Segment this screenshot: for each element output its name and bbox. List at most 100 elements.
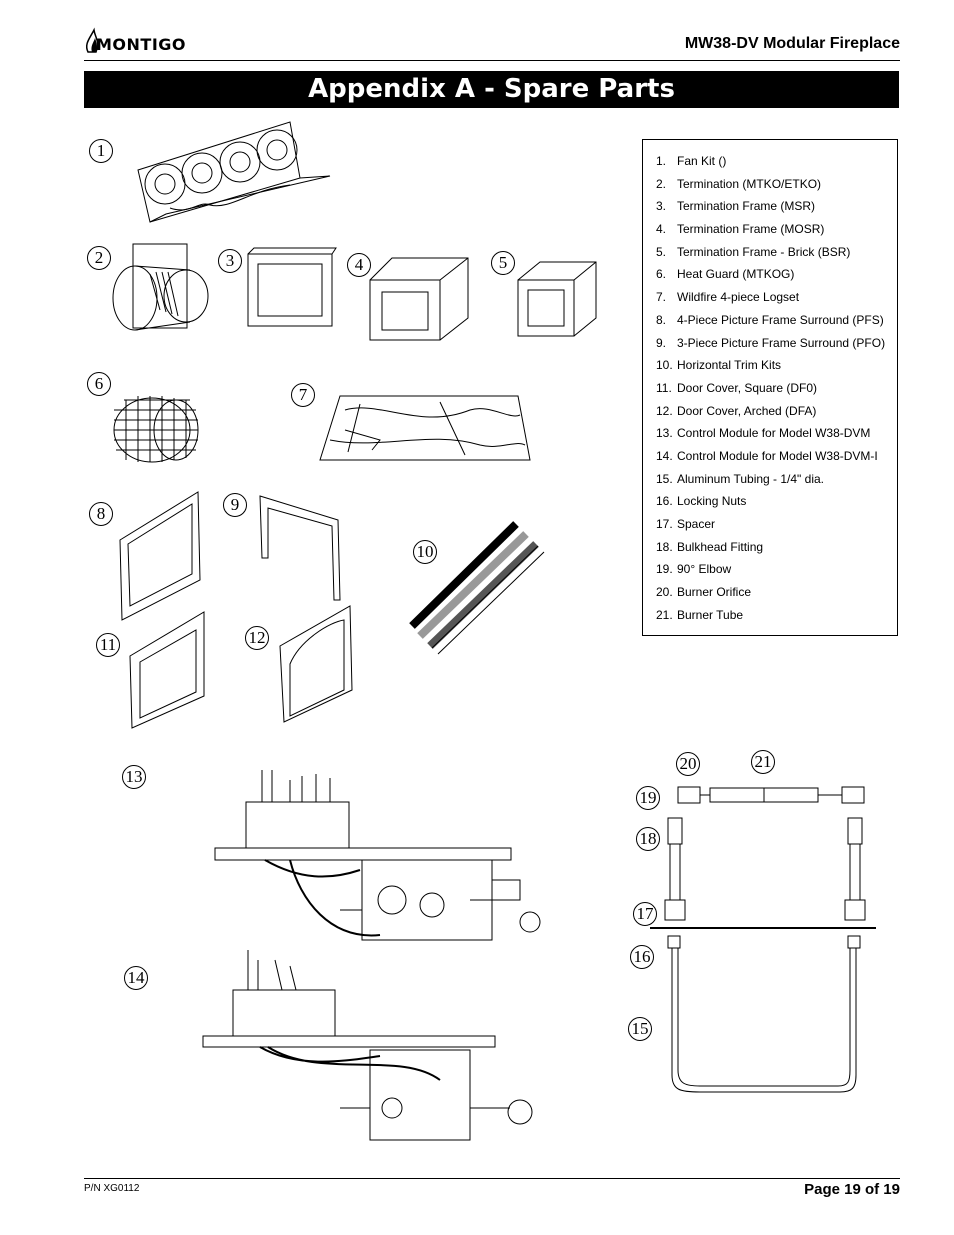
parts-list-item-label: Locking Nuts — [677, 494, 747, 509]
logset-drawing — [319, 395, 531, 461]
callout-1: 1 — [89, 139, 113, 163]
document-title: MW38-DV Modular Fireplace — [684, 35, 900, 52]
parts-list-item: 21.Burner Tube — [656, 607, 897, 630]
callout-10: 10 — [413, 540, 437, 564]
callout-4: 4 — [347, 253, 371, 277]
callout-5: 5 — [491, 251, 515, 275]
parts-list-item-number: 8. — [656, 312, 667, 327]
parts-list-item: 12. Door Cover, Arched (DFA) — [656, 403, 897, 426]
parts-list-item-label: Door Cover, Arched (DFA) — [677, 403, 817, 418]
footer-divider — [84, 1178, 900, 1179]
parts-list-item-number: 12. — [656, 403, 673, 418]
callout-6: 6 — [87, 372, 111, 396]
parts-list-item-label: Aluminum Tubing - 1/4" dia. — [677, 471, 824, 486]
parts-list-item-label: Control Module for Model W38-DVM-I — [677, 448, 878, 463]
parts-list-item: 8. 4-Piece Picture Frame Surround (PFS) — [656, 312, 897, 335]
parts-list-item-label: Termination (MTKO/ETKO) — [677, 176, 822, 191]
parts-list-item: 19.90° Elbow — [656, 561, 897, 584]
parts-list-item-label: Spacer — [677, 517, 716, 531]
callout-13: 13 — [122, 765, 146, 789]
callout-14: 14 — [124, 966, 148, 990]
parts-list-item-number: 4. — [656, 222, 667, 237]
control-module-dvm-drawing — [214, 770, 541, 941]
picture-frame-pfo-drawing — [259, 495, 341, 601]
header-divider — [84, 60, 900, 61]
callout-15: 15 — [628, 1017, 652, 1041]
parts-list-item-number: 21. — [656, 607, 673, 622]
parts-list-item: 13. Control Module for Model W38-DVM — [656, 425, 897, 448]
burner-assembly-drawing — [650, 786, 876, 1093]
parts-list-item-number: 7. — [656, 290, 667, 305]
parts-list-item-label: Heat Guard (MTKOG) — [677, 267, 795, 282]
parts-list-item: 16. Locking Nuts — [656, 493, 897, 516]
page-number: Page 19 of 19 — [804, 1181, 900, 1198]
parts-list-item-number: 3. — [656, 199, 667, 214]
callout-7: 7 — [291, 383, 315, 407]
parts-list-item-number: 19. — [656, 562, 673, 577]
parts-list-item: 18.Bulkhead Fitting — [656, 539, 897, 562]
control-module-dvmi-drawing — [202, 950, 533, 1141]
callout-17: 17 — [633, 902, 657, 926]
callout-16: 16 — [630, 945, 654, 969]
callout-18: 18 — [636, 827, 660, 851]
parts-list-item-label: Door Cover, Square (DF0) — [677, 380, 818, 395]
callout-11: 11 — [96, 633, 120, 657]
parts-list: 1. Fan Kit () 2. Termination (MTKO/ETKO) 3. T… — [656, 153, 897, 629]
fan-kit-drawing — [137, 121, 331, 223]
parts-list-item-number: 20. — [656, 585, 673, 600]
parts-list-item-number: 6. — [656, 267, 667, 282]
parts-list-item: 11. Door Cover, Square (DF0) — [656, 380, 897, 403]
section-banner: Appendix A - Spare Parts — [84, 71, 899, 108]
montigo-flame-logo-icon — [85, 27, 99, 53]
parts-list-item: 7. Wildfire 4-piece Logset — [656, 289, 897, 312]
callout-3: 3 — [218, 249, 242, 273]
parts-list-item: 9. 3-Piece Picture Frame Surround (PFO) — [656, 335, 897, 358]
part-number: P/N XG0112 — [84, 1183, 140, 1194]
parts-list-item-label: Fan Kit () — [677, 154, 727, 168]
parts-list-item-label: Horizontal Trim Kits — [677, 358, 782, 373]
parts-list-item: 6. Heat Guard (MTKOG) — [656, 266, 897, 289]
callout-2: 2 — [87, 246, 111, 270]
termination-frame-brick-drawing — [517, 261, 597, 337]
parts-list-item: 3. Termination Frame (MSR) — [656, 198, 897, 221]
horizontal-trim-drawing — [409, 521, 545, 655]
parts-list-item-number: 14. — [656, 448, 673, 463]
callout-19: 19 — [636, 786, 660, 810]
parts-list-item-number: 17. — [656, 517, 673, 531]
parts-list-item-number: 2. — [656, 176, 667, 191]
parts-list-item: 15.Aluminum Tubing - 1/4" dia. — [656, 471, 897, 494]
picture-frame-pfs-drawing — [119, 491, 201, 621]
parts-list-item-number: 9. — [656, 335, 667, 350]
parts-list-item-label: Bulkhead Fitting — [677, 539, 764, 554]
logo-wordmark: MONTIGO — [96, 35, 187, 54]
parts-list-item-number: 13. — [656, 426, 673, 441]
parts-list-item-label: Burner Orifice — [677, 585, 752, 600]
parts-list-item: 2. Termination (MTKO/ETKO) — [656, 176, 897, 199]
parts-list-item-number: 11. — [656, 380, 672, 395]
termination-frame-msr-drawing — [247, 247, 337, 327]
parts-list-item: 17. Spacer — [656, 516, 897, 539]
termination-frame-mosr-drawing — [369, 257, 469, 341]
parts-list-item-label: Wildfire 4-piece Logset — [677, 290, 800, 305]
termination-drawing — [112, 243, 209, 331]
parts-list-item-label: Control Module for Model W38-DVM — [677, 426, 871, 441]
parts-list-item-label: 4-Piece Picture Frame Surround (PFS) — [677, 312, 884, 327]
parts-list-item: 4.Termination Frame (MOSR) — [656, 221, 897, 244]
parts-list-item: 1. Fan Kit () — [656, 153, 897, 176]
parts-list-item-number: 10. — [656, 358, 673, 373]
parts-list-item: 14. Control Module for Model W38-DVM-I — [656, 448, 897, 471]
parts-list-item: 20. Burner Orifice — [656, 584, 897, 607]
parts-list-item-number: 5. — [656, 244, 667, 259]
parts-list-item-label: Termination Frame - Brick (BSR) — [677, 244, 851, 259]
parts-list-item-label: 3-Piece Picture Frame Surround (PFO) — [677, 335, 886, 350]
callout-20: 20 — [676, 752, 700, 776]
callout-21: 21 — [751, 750, 775, 774]
callout-9: 9 — [223, 493, 247, 517]
heat-guard-drawing — [113, 396, 199, 463]
door-cover-arched-drawing — [279, 605, 353, 723]
parts-list-item-number: 1. — [656, 154, 667, 168]
parts-list-box: 1. Fan Kit () 2. Termination (MTKO/ETKO) 3. T… — [642, 139, 898, 636]
parts-list-item-number: 16. — [656, 494, 673, 509]
parts-list-item-label: Termination Frame (MSR) — [677, 199, 816, 214]
